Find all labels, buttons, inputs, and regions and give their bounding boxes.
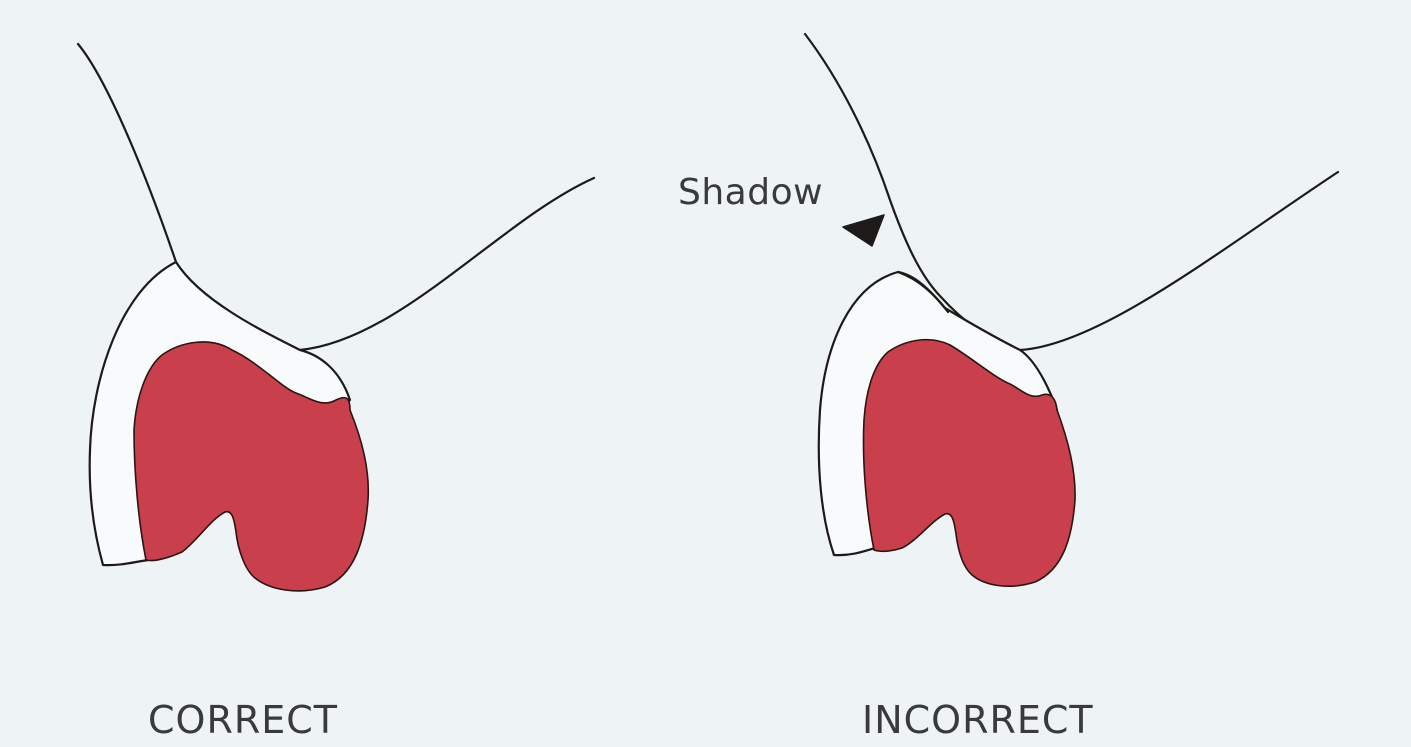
shadow-annotation-label: Shadow — [678, 172, 823, 213]
panel-incorrect — [805, 34, 1338, 586]
caption-incorrect: INCORRECT — [862, 698, 1094, 742]
panel-correct — [78, 44, 594, 591]
shadow-arrowhead-icon — [843, 215, 884, 246]
caption-correct: CORRECT — [148, 698, 338, 742]
